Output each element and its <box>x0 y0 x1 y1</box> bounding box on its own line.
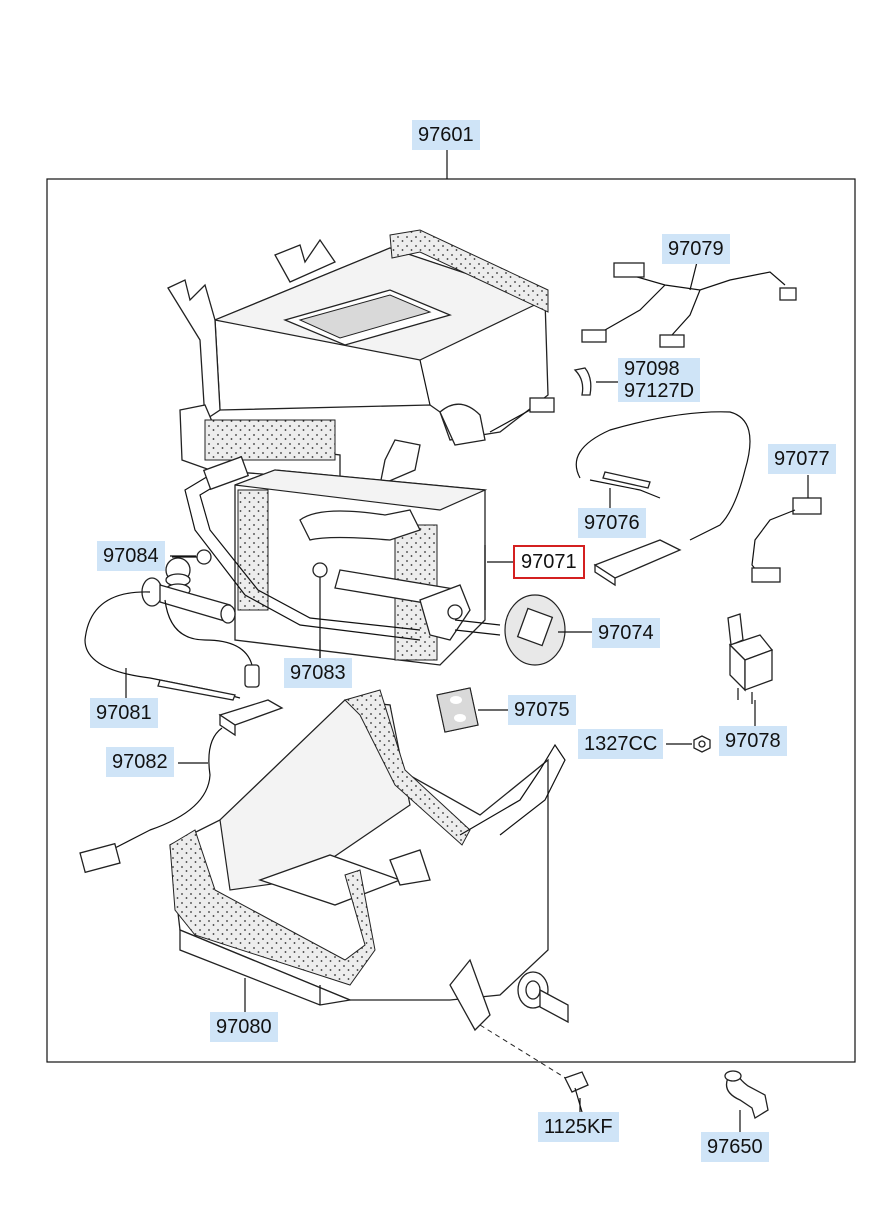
seal-part <box>504 594 592 666</box>
leader-97079 <box>689 261 698 291</box>
sensor-part <box>79 699 284 874</box>
label-97078[interactable]: 97078 <box>719 726 787 756</box>
label-97098[interactable]: 97098 97127D <box>618 358 701 402</box>
label-97127D-text: 97127D <box>624 380 695 402</box>
label-97083[interactable]: 97083 <box>284 658 352 688</box>
upper-case <box>167 229 555 487</box>
label-97650[interactable]: 97650 <box>701 1132 769 1162</box>
thermistor-wire <box>84 591 260 701</box>
label-97079[interactable]: 97079 <box>662 234 730 264</box>
relay-part <box>727 613 774 728</box>
nut-part <box>666 735 711 753</box>
label-97076[interactable]: 97076 <box>578 508 646 538</box>
expansion-valve <box>141 549 328 660</box>
drain-hose <box>724 1070 769 1132</box>
label-97082[interactable]: 97082 <box>106 747 174 777</box>
label-97074[interactable]: 97074 <box>592 618 660 648</box>
label-97077[interactable]: 97077 <box>768 444 836 474</box>
label-97098-text: 97098 <box>624 358 680 380</box>
label-97080[interactable]: 97080 <box>210 1012 278 1042</box>
evaporator-core <box>184 455 515 666</box>
label-97081[interactable]: 97081 <box>90 698 158 728</box>
connector-harness <box>751 475 822 583</box>
label-97601[interactable]: 97601 <box>412 120 480 150</box>
wiring-harness <box>581 261 797 348</box>
assembly-frame <box>46 178 856 1063</box>
screw-part <box>564 1071 589 1113</box>
sensor-wire <box>575 411 751 587</box>
label-97075[interactable]: 97075 <box>508 695 576 725</box>
label-1327CC[interactable]: 1327CC <box>578 729 664 759</box>
screw-dashed-line <box>479 1024 573 1083</box>
label-1125KF[interactable]: 1125KF <box>538 1112 619 1142</box>
grommet-part <box>436 687 508 733</box>
label-97071[interactable]: 97071 <box>513 545 585 579</box>
label-97084[interactable]: 97084 <box>97 541 165 571</box>
clip-part <box>573 367 618 396</box>
lower-case <box>169 689 569 1032</box>
